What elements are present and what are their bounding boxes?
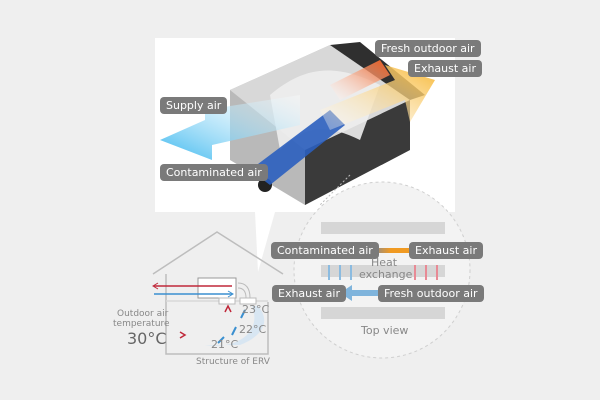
temp-21: 21°C	[211, 338, 239, 351]
temp-22: 22°C	[239, 323, 267, 336]
top-label-fresh-outdoor-air: Fresh outdoor air	[378, 285, 484, 302]
top-label-exhaust-air-left: Exhaust air	[272, 285, 347, 302]
temp-23: 23°C	[242, 303, 270, 316]
outdoor-temperature: 30°C	[127, 329, 167, 348]
exhaust-air-arrow	[320, 65, 435, 130]
top-exhaust-flow	[360, 248, 428, 253]
supply-air-arrow	[160, 95, 300, 160]
top-label-contaminated-air: Contaminated air	[271, 242, 379, 259]
heat-up-arrows	[328, 265, 352, 280]
heat-down-arrows	[414, 265, 438, 280]
label-fresh-outdoor-air: Fresh outdoor air	[375, 40, 481, 57]
heat-label: Heat	[371, 256, 398, 269]
contaminated-air-arrow	[250, 110, 345, 185]
exchange-label: exchange	[359, 268, 413, 281]
label-supply-air: Supply air	[160, 97, 228, 114]
label-exhaust-air: Exhaust air	[408, 60, 483, 77]
callout-pointer	[255, 212, 275, 272]
top-label-exhaust-air: Exhaust air	[409, 242, 484, 259]
erv-box	[197, 277, 237, 299]
outdoor-label-1: Outdoor air	[117, 309, 169, 319]
top-view-caption: Top view	[361, 324, 409, 337]
fresh-outdoor-air-arrow	[330, 60, 390, 100]
house-caption: Structure of ERV	[196, 357, 270, 367]
outdoor-label-2: temperature	[113, 319, 170, 329]
airflow-gradient	[205, 306, 265, 346]
top-fresh-flow	[340, 285, 384, 301]
label-contaminated-air: Contaminated air	[160, 164, 268, 181]
